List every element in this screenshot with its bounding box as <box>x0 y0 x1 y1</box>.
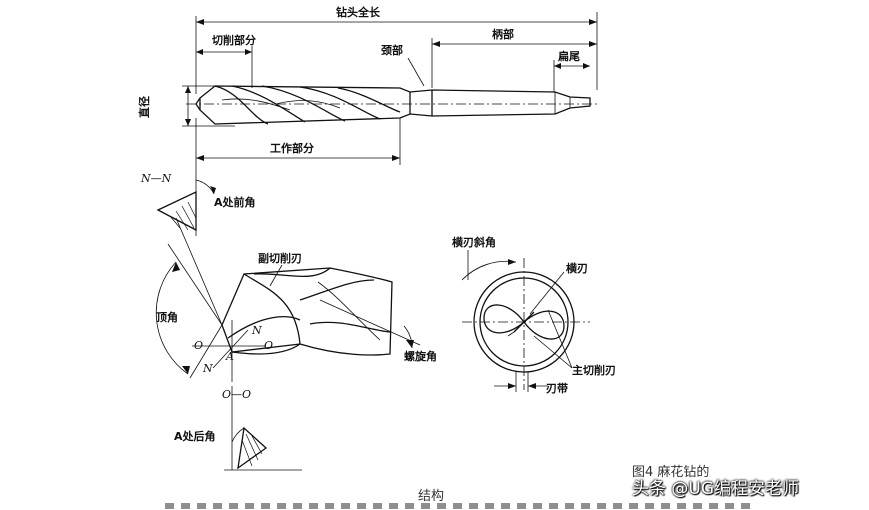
label-helix-angle: 螺旋角 <box>404 349 437 363</box>
label-chisel-angle: 横刃斜角 <box>452 235 496 249</box>
label-n-upper: N <box>251 324 262 337</box>
label-nn: N—N <box>140 172 172 185</box>
drill-tip-view: 副切削刃 顶角 N N O O A 螺旋角 <box>155 217 437 382</box>
drill-side-view: 钻头全长 切削部分 颈部 柄部 扁尾 直径 工作部 <box>137 5 600 165</box>
label-rake-angle: A处前角 <box>214 195 256 209</box>
drill-end-view: 横刃斜角 横刃 主切削刃 刃带 <box>452 235 616 395</box>
label-o-left: O <box>194 339 203 352</box>
label-o-right: O <box>264 339 273 352</box>
label-cutting-part: 切削部分 <box>212 33 256 47</box>
label-working-part: 工作部分 <box>270 141 314 155</box>
label-relief-angle: A处后角 <box>174 429 216 443</box>
label-point-angle: 顶角 <box>156 310 178 324</box>
label-oo: O—O <box>222 388 251 401</box>
label-secondary-edge: 副切削刃 <box>258 251 302 265</box>
label-a-point: A <box>225 350 234 363</box>
cropped-text-line <box>165 503 755 509</box>
section-oo: O—O A处后角 <box>174 386 302 471</box>
label-neck: 颈部 <box>381 43 403 57</box>
label-chisel-edge: 横刃 <box>566 261 588 275</box>
label-shank: 柄部 <box>492 27 514 41</box>
label-main-edge: 主切削刃 <box>572 363 616 377</box>
label-n-lower: N <box>202 362 213 375</box>
figure-caption: 图4 麻花钻的 <box>632 465 710 480</box>
label-diameter: 直径 <box>137 96 151 118</box>
section-nn: N—N A处前角 <box>140 165 256 236</box>
watermark: 头条 @UG编程安老师 <box>632 479 800 499</box>
label-land: 刃带 <box>546 381 568 395</box>
label-total-length: 钻头全长 <box>336 5 381 19</box>
label-tang: 扁尾 <box>558 49 580 63</box>
structure-caption: 结构 <box>418 489 445 504</box>
